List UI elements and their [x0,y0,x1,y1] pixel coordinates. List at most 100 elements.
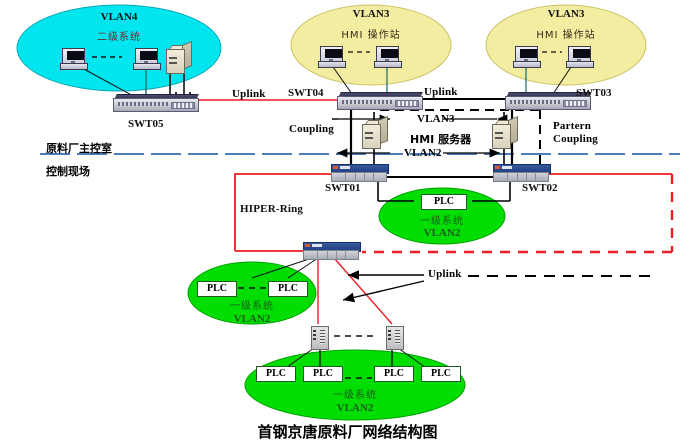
keyboard [566,61,594,68]
plc-box[interactable]: PLC [421,194,467,210]
server-face [492,124,511,149]
server-bay [365,132,373,134]
switch-body [331,172,387,182]
cloud-vlan2-left [187,261,317,325]
din-led [313,334,316,336]
computer-icon[interactable] [318,46,346,68]
monitor-stand [524,59,528,62]
switch-swt04-icon[interactable] [337,90,423,110]
plc-box[interactable]: PLC [303,366,343,382]
status-led [495,166,500,169]
screen [325,49,342,58]
server-bay [365,137,373,139]
switch-swt05-icon[interactable] [113,92,199,112]
label-coupling: Coupling [289,123,335,135]
link-hmi1-swt04 [330,63,353,95]
switch-body [303,250,359,260]
label-strip [502,166,512,169]
plc-box[interactable]: PLC [421,366,461,382]
switch-body [493,172,549,182]
monitor-stand [144,61,148,64]
zone-label-lower: 控制现场 [46,165,90,178]
computer-icon[interactable] [513,46,541,68]
keyboard [60,63,88,70]
switch-label-swt04: SWT04 [288,87,324,99]
plc-box[interactable]: PLC [374,366,414,382]
din-led [388,334,391,336]
label-strip [312,244,322,247]
switch-swt01-icon[interactable] [331,164,389,182]
link-mid-plcleft-b [287,257,319,279]
monitor-stand [385,59,389,62]
hmi-server-icon[interactable] [492,115,518,149]
server-face [166,49,185,74]
cloud-sublabel-vlan2-top: 一级系统 [420,216,464,227]
server-bay [495,132,503,134]
din-switch-icon[interactable] [386,326,404,350]
din-led [388,338,391,340]
monitor-stand [329,59,333,62]
keyboard [374,61,402,68]
label-strip [340,166,350,169]
port-divider [345,250,346,260]
screen [381,49,398,58]
zone-label-upper: 原料厂主控室 [46,142,112,155]
server-icon[interactable] [166,40,192,74]
plc-box[interactable]: PLC [256,366,296,382]
computer-icon[interactable] [60,48,88,70]
cloud-label-vlan2-left: VLAN2 [233,313,271,325]
cloud-sublabel-vlan3-left: HMI 操作站 [341,30,401,41]
switch-label-swt01: SWT01 [325,182,361,194]
din-ports [320,330,325,344]
switch-label-swt03: SWT03 [576,87,612,99]
cloud-label-vlan3-left: VLAN3 [352,8,390,20]
keyboard [133,63,161,70]
switch-swt03-icon[interactable] [505,90,591,110]
port-divider [373,172,374,182]
link-pc1-swt05 [81,67,138,99]
status-led [333,166,338,169]
hiper-ring-left-path [234,173,349,251]
link-mid-plcleft-a [251,257,313,279]
port-divider [345,172,346,182]
switch-mid-icon[interactable] [303,242,361,260]
din-switch-icon[interactable] [311,326,329,350]
monitor-stand [71,61,75,64]
label-partern-coupling-1: Partern [553,120,592,132]
cloud-sublabel-vlan2-left: 一级系统 [230,301,274,312]
port-divider [517,172,518,182]
plc-box[interactable]: PLC [268,281,308,297]
cloud-label-vlan2-top: VLAN2 [423,227,461,239]
switch-label-swt02: SWT02 [522,182,558,194]
computer-icon[interactable] [374,46,402,68]
keyboard [318,61,346,68]
server-bay [495,137,503,139]
screen [520,49,537,58]
switch-label-swt05: SWT05 [128,118,164,130]
hmi-server-icon[interactable] [362,115,388,149]
din-led [313,338,316,340]
screen [140,51,157,60]
switch-ports [118,102,168,106]
plc-box[interactable]: PLC [197,281,237,297]
port-divider [364,172,365,182]
server-bay [169,62,177,64]
cloud-label-vlan3-right: VLAN3 [547,8,585,20]
computer-icon[interactable] [566,46,594,68]
label-partern-coupling-2: Coupling [553,133,599,145]
switch-ports-module [171,102,195,109]
switch-swt02-icon[interactable] [493,164,551,182]
cloud-sublabel-vlan2-bottom: 一级系统 [333,390,377,401]
switch-ports [342,100,392,104]
screen [573,49,590,58]
label-vlan3-trunk: VLAN3 [417,113,455,125]
label-hiper-ring: HIPER-Ring [240,203,304,215]
switch-ports-module [563,100,587,107]
computer-icon[interactable] [133,48,161,70]
arrow-uplink-low [342,280,425,303]
monitor-stand [577,59,581,62]
link-hmi4-swt03 [552,63,574,95]
cloud-label-vlan2-bottom: VLAN2 [336,402,374,414]
cloud-label-vlan4: VLAN4 [100,11,138,23]
